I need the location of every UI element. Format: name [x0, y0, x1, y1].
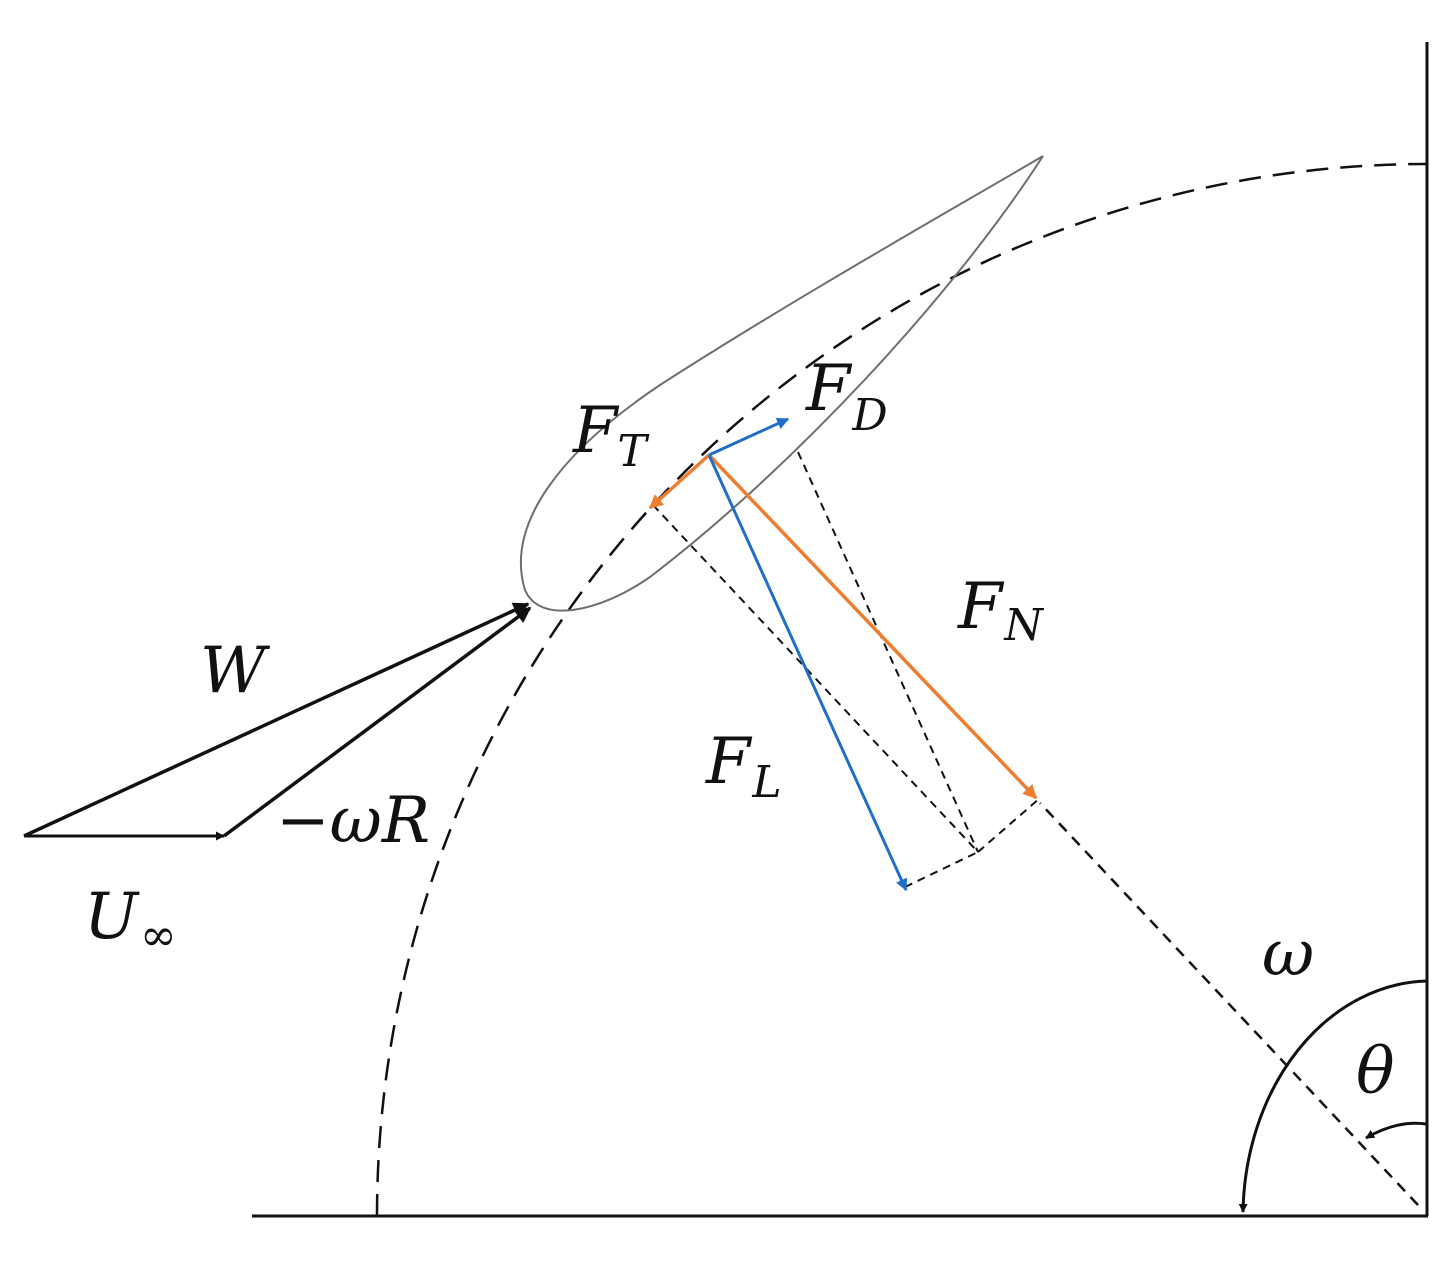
rotor-path-arc	[375, 162, 1428, 1217]
omega-rotation-arc	[1238, 979, 1428, 1213]
relative-velocity-label: W	[200, 634, 271, 708]
normal-force-label: FN	[957, 570, 1044, 651]
tangential-force-vector	[648, 453, 711, 510]
freestream-label: U∞	[84, 880, 177, 961]
rotational-velocity-label: −ωR	[276, 784, 430, 858]
relative-velocity-vector	[23, 602, 530, 838]
drag-force-vector	[708, 417, 790, 457]
drag-force-label: FD	[805, 352, 888, 441]
lift-force-vector	[707, 454, 908, 892]
airfoil-blade	[520, 155, 1044, 612]
radius-line	[1039, 802, 1419, 1206]
theta-angle-arc	[1365, 1121, 1427, 1140]
tangential-force-label: FT	[572, 394, 650, 477]
omega-label: ω	[1262, 917, 1314, 991]
lift-force-label: FL	[705, 725, 782, 808]
theta-label: θ	[1356, 1035, 1395, 1109]
construction-lines	[652, 451, 1041, 888]
rotational-velocity-vector	[222, 606, 532, 838]
normal-force-vector	[707, 453, 1038, 800]
